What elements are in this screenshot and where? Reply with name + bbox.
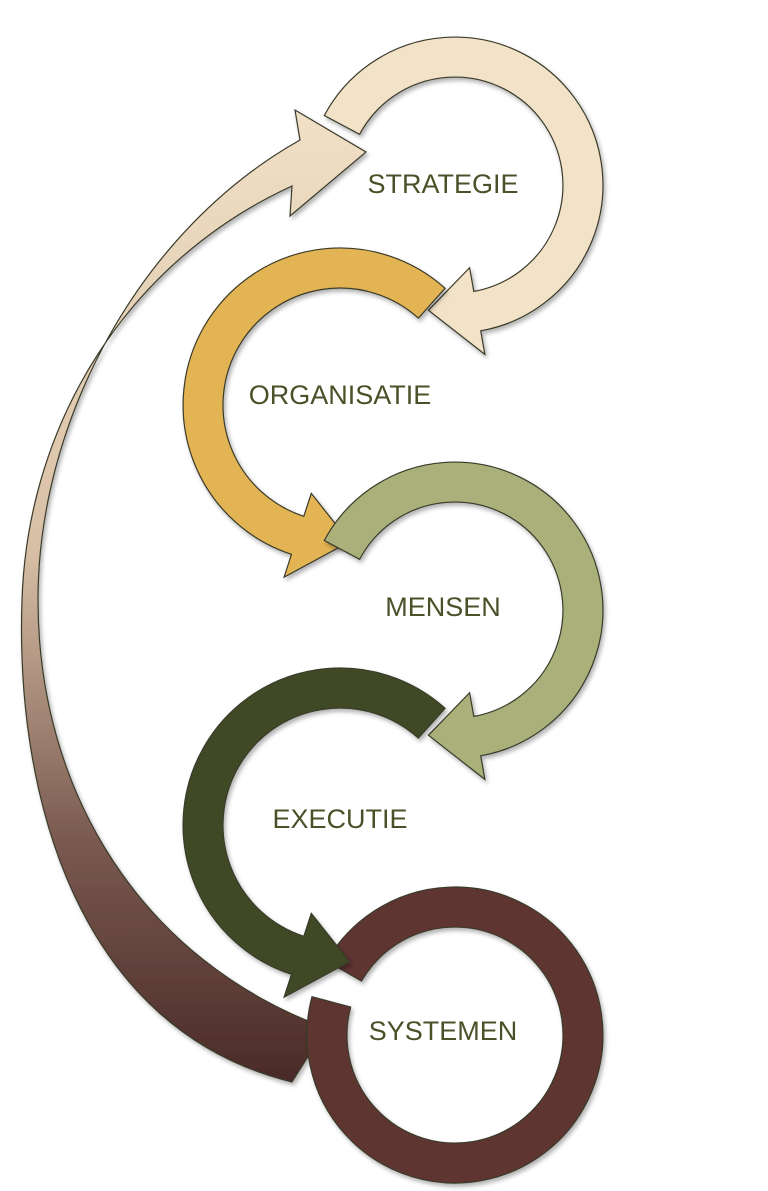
mensen-arrow (323, 461, 604, 781)
label-executie: EXECUTIE (272, 804, 407, 834)
organisatie-arrow (182, 247, 446, 579)
label-strategie: STRATEGIE (367, 169, 518, 199)
label-systemen: SYSTEMEN (369, 1016, 518, 1046)
systemen-ring (306, 886, 604, 1184)
strategie-arrow (323, 36, 604, 356)
return-arrow-systemen-to-strategie (20, 108, 368, 1083)
label-mensen: MENSEN (385, 592, 501, 622)
executie-arrow (182, 667, 446, 999)
label-organisatie: ORGANISATIE (249, 380, 432, 410)
